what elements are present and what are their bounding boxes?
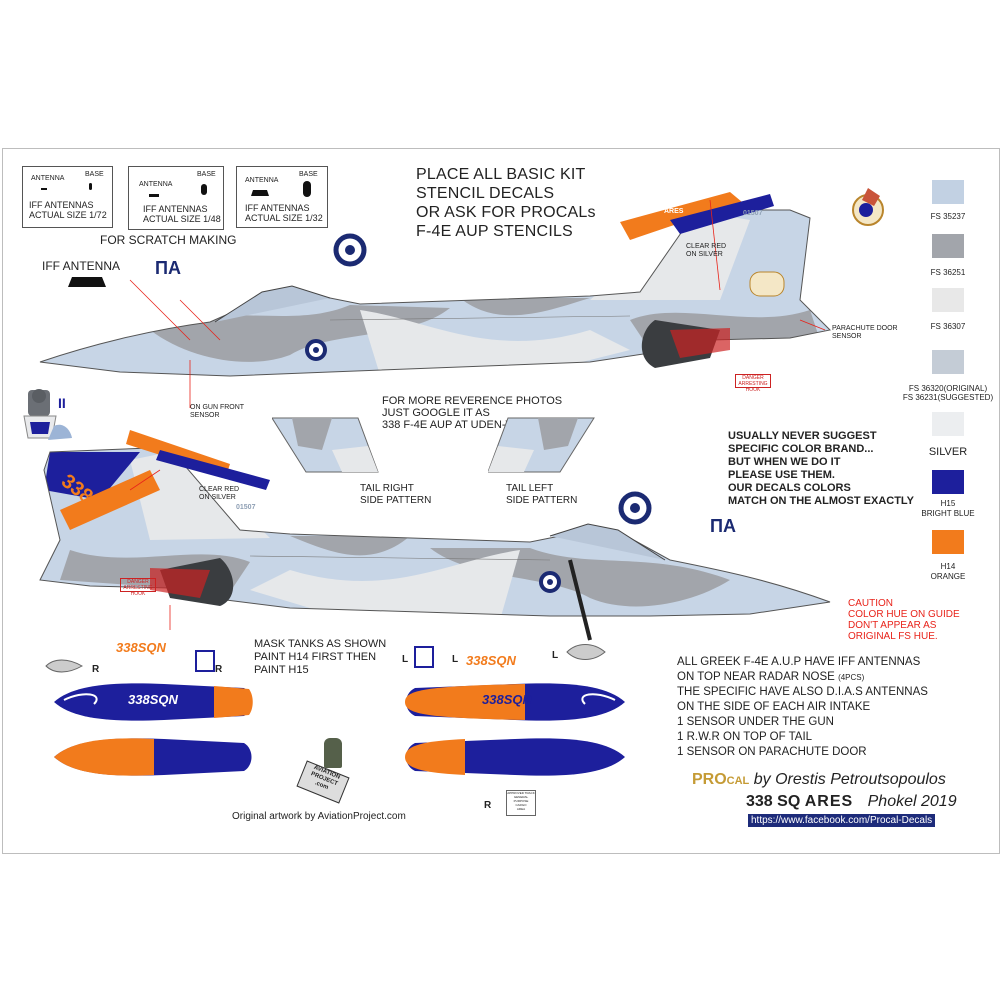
aviation-project-logo: AVIATION PROJECT .com xyxy=(296,738,360,804)
f4e-left-profile xyxy=(39,430,831,641)
swatch-label-name: ORANGE xyxy=(930,572,966,581)
artwork-credit: Original artwork by AviationProject.com xyxy=(232,811,406,822)
pa-marking-top: ΠΑ xyxy=(155,258,181,278)
antenna-label: ANTENNA xyxy=(139,181,173,188)
base-label: BASE xyxy=(197,171,216,178)
swatch-label: H15 xyxy=(940,499,956,508)
side-r-2: R xyxy=(484,800,492,811)
iff-antenna-icon xyxy=(68,277,106,287)
swatch-label: FS 36320(ORIGINAL) xyxy=(908,384,988,393)
svg-text:II: II xyxy=(58,395,66,411)
antenna-box-1-32: ANTENNA BASE IFF ANTENNAS ACTUAL SIZE 1/… xyxy=(236,166,328,228)
antenna-label: ANTENNA xyxy=(31,175,65,182)
stencil-note: PLACE ALL BASIC KIT STENCIL DECALS OR AS… xyxy=(416,166,596,240)
tank-label: 338SQN xyxy=(128,692,178,707)
antenna-shape-icon xyxy=(149,194,159,197)
antenna-caption: IFF ANTENNAS xyxy=(245,203,310,213)
swatch-fs35237 xyxy=(932,180,964,204)
base-shape-icon xyxy=(303,181,311,197)
antenna-caption-size: ACTUAL SIZE 1/72 xyxy=(29,210,107,220)
emblem-decal-icon xyxy=(414,646,434,668)
side-l-3: L xyxy=(552,650,559,661)
iff-antenna-label: IFF ANTENNA xyxy=(42,259,121,273)
procal-credit: PROCAL by Orestis Petroutsopoulos xyxy=(692,771,946,788)
antenna-box-1-48: ANTENNA BASE IFF ANTENNAS ACTUAL SIZE 1/… xyxy=(128,166,224,230)
antenna-caption-size: ACTUAL SIZE 1/32 xyxy=(245,213,323,223)
antenna-shape-icon xyxy=(41,188,47,190)
base-label: BASE xyxy=(85,171,104,178)
pa-marking-lower: ΠΑ xyxy=(710,516,736,536)
thumbs-up-icon xyxy=(324,738,342,768)
winged-helmet-icon xyxy=(45,659,84,673)
tank-label-decal: 338SQN xyxy=(466,653,516,668)
squadron-credit: 338 SQ ARES Phokel 2019 xyxy=(746,793,957,810)
side-l-2: L xyxy=(452,654,459,665)
mask-tanks-note: MASK TANKS AS SHOWN PAINT H14 FIRST THEN… xyxy=(254,638,387,676)
tank-left-lower xyxy=(405,738,625,776)
antenna-caption: IFF ANTENNAS xyxy=(29,200,94,210)
scratch-label: FOR SCRATCH MAKING xyxy=(100,233,237,247)
emblem-decal-icon xyxy=(195,650,215,672)
swatch-label: FS 36251 xyxy=(930,268,966,277)
swatch-label: SILVER xyxy=(928,446,968,458)
facebook-link[interactable]: https://www.facebook.com/Procal-Decals xyxy=(748,814,936,827)
base-shape-icon xyxy=(89,183,92,190)
tail-left-pattern xyxy=(488,417,595,473)
antenna-box-1-72: ANTENNA BASE IFF ANTENNAS ACTUAL SIZE 1/… xyxy=(22,166,113,228)
stencil-stamp: APPROVED TRACK GENERAL PURPOSE CARGO ARE… xyxy=(506,790,536,816)
ares-badge-icon xyxy=(852,188,884,226)
tank-right-lower xyxy=(54,738,252,776)
swatch-label: FS 36307 xyxy=(930,322,966,331)
tank-right-upper xyxy=(54,683,253,721)
f4e-right-profile xyxy=(39,192,832,408)
swatch-label: FS 35237 xyxy=(930,212,966,221)
tail-ares-top: ARES xyxy=(664,208,684,215)
tank-label-decal: 338SQN xyxy=(116,640,166,655)
tank-left-upper xyxy=(405,683,625,721)
swatch-label: H14 xyxy=(940,562,956,571)
side-r-1b: R xyxy=(215,664,223,675)
base-shape-icon xyxy=(201,184,207,195)
antenna-caption: IFF ANTENNAS xyxy=(143,204,208,214)
swatch-silver xyxy=(932,412,964,436)
tail-serial-lower: 01507 xyxy=(236,504,256,511)
swatch-h15 xyxy=(932,470,964,494)
side-r-1: R xyxy=(92,664,100,675)
tail-serial-top: 01507 xyxy=(743,210,763,217)
swatch-label-suggested: FS 36231(SUGGESTED) xyxy=(902,393,994,402)
squadron-emblem-icon: II xyxy=(23,389,72,440)
tank-label: 338SQN xyxy=(482,692,532,707)
tail-god-top: GOD OF WAR xyxy=(700,185,746,192)
winged-helmet-icon xyxy=(566,644,606,660)
tail-right-pattern xyxy=(272,417,379,473)
swatch-h14 xyxy=(932,530,964,554)
swatch-fs36320 xyxy=(932,350,964,374)
color-brand-note: USUALLY NEVER SUGGEST SPECIFIC COLOR BRA… xyxy=(728,430,914,507)
swatch-fs36307 xyxy=(932,288,964,312)
antenna-caption-size: ACTUAL SIZE 1/48 xyxy=(143,214,221,224)
antenna-shape-icon xyxy=(251,190,269,196)
caution-note: CAUTION COLOR HUE ON GUIDE DON'T APPEAR … xyxy=(848,598,960,642)
swatch-fs36251 xyxy=(932,234,964,258)
swatch-label-name: BRIGHT BLUE xyxy=(921,509,975,518)
base-label: BASE xyxy=(299,171,318,178)
antenna-label: ANTENNA xyxy=(245,177,279,184)
iff-note: ALL GREEK F-4E A.U.P HAVE IFF ANTENNAS O… xyxy=(677,656,928,758)
side-l-1: L xyxy=(402,654,409,665)
